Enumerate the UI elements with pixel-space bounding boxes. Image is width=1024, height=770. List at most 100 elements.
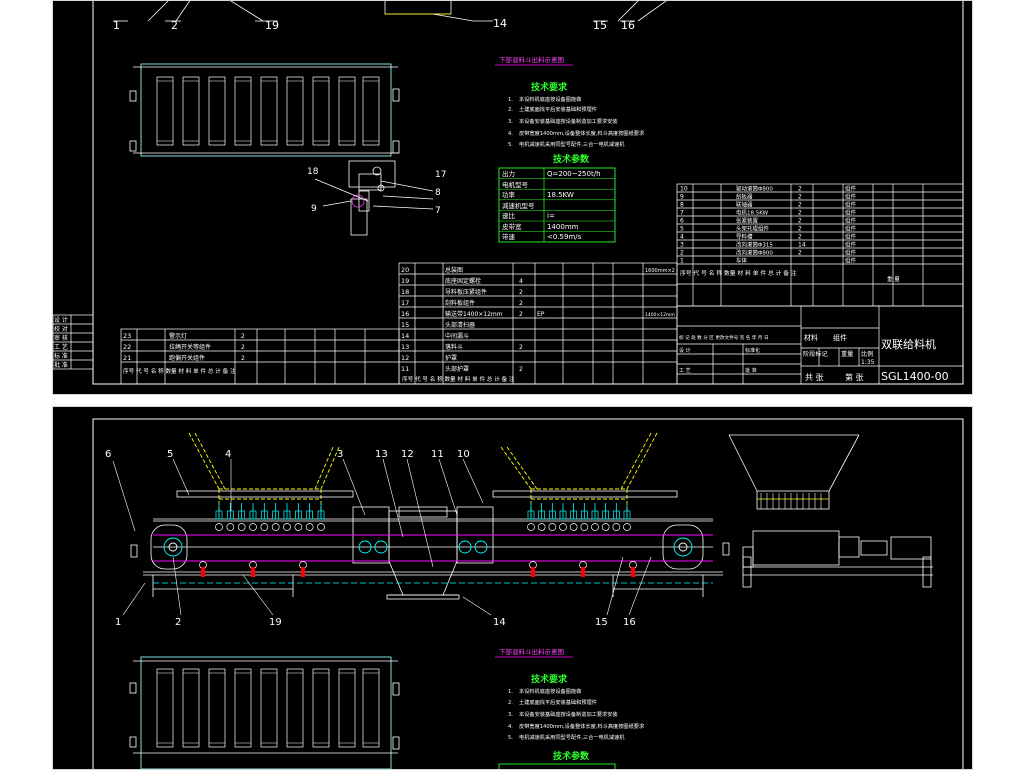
svg-text:EP: EP (537, 311, 545, 318)
part-name: 改向滚筒Φ800 (736, 249, 773, 257)
plan-idler-bay (286, 668, 304, 748)
part-name: 总装图 (445, 266, 463, 274)
drawing-frame (92, 418, 964, 769)
plan-idler-bay (156, 668, 174, 748)
callout-14: 14 (493, 617, 506, 628)
part-name: 车体 (736, 257, 748, 265)
tech-requirement-item: 土建底面找平后安装基础和预埋件 (519, 698, 597, 706)
idler-station (317, 503, 325, 531)
param-label: 皮带宽 (502, 222, 522, 231)
svg-text:13: 13 (401, 343, 409, 351)
svg-text:2: 2 (798, 250, 802, 257)
tech-requirements-title: 技术要求 (531, 673, 568, 685)
svg-text:5.: 5. (508, 142, 513, 148)
svg-text:2: 2 (680, 250, 684, 257)
svg-text:组件: 组件 (845, 225, 857, 233)
part-name: 头部护罩 (445, 365, 469, 373)
sign-label: 标 准 (54, 352, 68, 360)
title-sheet-count: 共 张 (805, 373, 824, 382)
plan-idler-bay (338, 76, 356, 146)
leader-lines (112, 458, 652, 616)
svg-text:组件: 组件 (845, 185, 857, 193)
param-value: 18.5KW (547, 191, 574, 199)
idler-station (623, 503, 631, 531)
title-stage-mark: 阶段标记 (803, 350, 828, 358)
part-name: 警示灯 (169, 332, 187, 340)
part-name: 底座固定螺栓 (445, 277, 481, 285)
idler-station (283, 503, 291, 531)
part-name: 刮料板组件 (445, 299, 475, 307)
svg-text:6: 6 (680, 218, 684, 225)
title-block-mark-row: 标 记 处 数 分 区 更改文件号 签 名 年 月 日 (679, 334, 769, 341)
svg-text:15: 15 (401, 321, 409, 329)
idler-station (237, 503, 246, 531)
right-feed-hopper (500, 432, 658, 515)
svg-text:22: 22 (123, 343, 131, 351)
svg-text:3: 3 (680, 242, 684, 249)
svg-text:组件: 组件 (845, 233, 857, 241)
plan-view-idlers (156, 76, 380, 146)
svg-text:2: 2 (798, 210, 802, 217)
idler-station (569, 503, 578, 531)
top-partial-view (113, 1, 667, 22)
svg-text:2.: 2. (508, 107, 513, 113)
roller-bracket (251, 567, 255, 577)
part-name: 刮板器 (736, 193, 753, 201)
tech-requirement-item: 本设料机底座按设备图施做 (519, 95, 582, 103)
plan-idler-bay (312, 668, 330, 748)
tech-requirement-item: 皮带宽度1400mm,设备整体长度,料斗高度按图纸要求 (519, 722, 645, 730)
svg-text:组件: 组件 (845, 241, 857, 249)
plan-view-conveyor (129, 63, 400, 157)
part-name: 中间漏斗 (445, 332, 469, 340)
callout-1: 1 (113, 19, 120, 32)
plan-idler-bay (260, 76, 278, 146)
left-parts-rows: 23 警示灯 2 22 拉绳开关等组件 2 21 跑偏开关组件 2 序号 代 号… (123, 332, 245, 375)
callout-1: 1 (115, 617, 121, 628)
plan-idler-bay (286, 76, 304, 146)
svg-text:标准化: 标准化 (745, 347, 760, 354)
right-table-header: 序号 代 号 名 称 数量 材 料 单 件 总 计 备 注 (680, 269, 797, 277)
svg-text:组件: 组件 (845, 257, 857, 265)
plan-idler-bay (362, 668, 380, 748)
pulleys (163, 537, 693, 557)
plan-view-idlers (156, 668, 380, 748)
title-scale-value: 1:35 (861, 359, 875, 366)
tech-params-title: 技术参数 (553, 750, 590, 762)
right-parts-rows: 10 驱动滚筒Φ800 2 组件 9 刮板器 2 组件 8 联轴器 2 组件 7… (680, 185, 900, 284)
tech-requirements-list: 1. 本设料机底座按设备图施做 2. 土建底面找平后安装基础和预埋件 3. 本设… (508, 95, 645, 148)
discharge-hopper-note: 下部混料斗出料示意图 (499, 55, 564, 64)
middle-parts-table (398, 262, 678, 385)
svg-text:设 计: 设 计 (679, 347, 691, 354)
drawing-sheet-top: 1 2 19 14 15 16 下部混料斗出料示意图 18 17 8 9 7 技… (52, 0, 973, 395)
discharge-hopper-note: 下部混料斗出料示意图 (499, 647, 564, 656)
plan-idler-bay (208, 76, 226, 146)
param-label: 电机型号 (502, 180, 529, 189)
svg-text:23: 23 (123, 332, 131, 340)
idler-station (537, 503, 546, 531)
tech-requirements-title: 技术要求 (531, 81, 568, 93)
svg-text:5.: 5. (508, 735, 513, 741)
callout-9: 9 (311, 204, 317, 214)
part-name: 导料板压紧组件 (445, 288, 487, 296)
svg-text:3.: 3. (508, 119, 513, 125)
side-view-idler (760, 493, 822, 509)
idler-station (559, 503, 567, 531)
svg-text:2: 2 (519, 289, 523, 296)
roller-bracket (581, 567, 585, 577)
idler-station (260, 503, 269, 531)
svg-text:2: 2 (798, 218, 802, 225)
drawing-sheet-bottom: 6 5 4 3 13 12 11 10 1 2 19 14 15 16 下部混料… (52, 406, 973, 770)
carry-idler-stations (215, 503, 631, 531)
callout-3: 3 (337, 449, 343, 460)
svg-text:2: 2 (798, 186, 802, 193)
assembly-drawing-top: 1 2 19 14 15 16 下部混料斗出料示意图 18 17 8 9 7 技… (53, 1, 964, 385)
param-label: 速比 (502, 211, 516, 220)
svg-text:10: 10 (680, 186, 688, 193)
plan-idler-bay (234, 76, 252, 146)
svg-text:1400×12mm: 1400×12mm (645, 312, 675, 318)
svg-text:2: 2 (798, 202, 802, 209)
title-sheet-no: 第 张 (845, 372, 864, 382)
idler-station (527, 503, 535, 531)
idler-station (612, 503, 621, 531)
plan-idler-bay (362, 76, 380, 146)
